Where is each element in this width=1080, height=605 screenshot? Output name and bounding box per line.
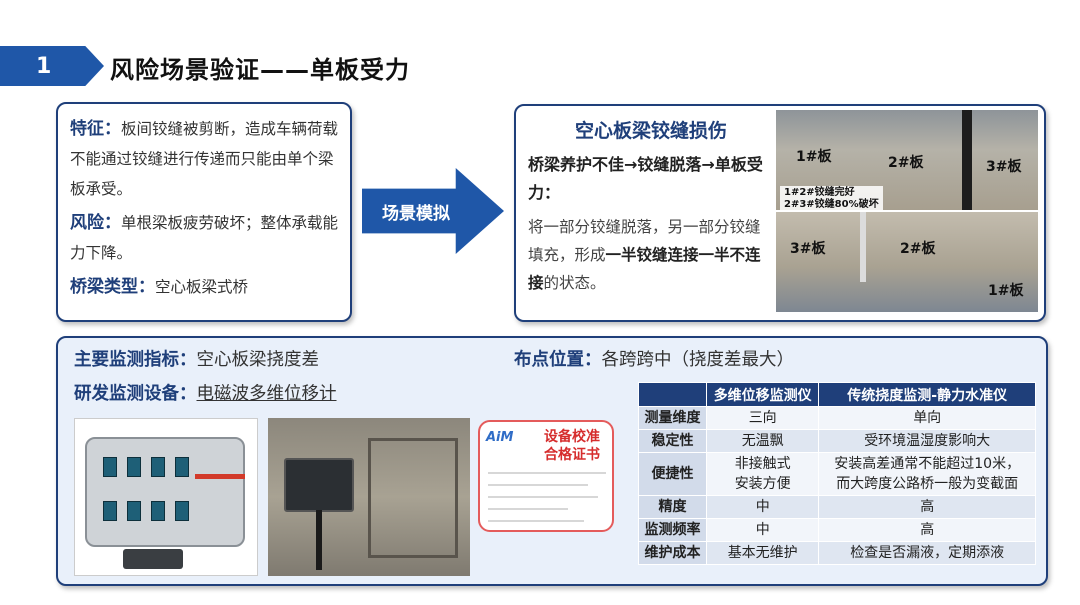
damage-desc-bold: 一半铰缝连接一半不连接 (528, 246, 761, 292)
installed-device (284, 458, 354, 512)
cable (316, 510, 322, 570)
table-cell: 无温飘 (705, 429, 820, 453)
section-number: 1 (0, 46, 104, 86)
device-housing (85, 437, 245, 547)
table-header-cell: 多维位移监测仪 (705, 382, 820, 407)
device-value: 电磁波多维位移计 (196, 384, 337, 404)
risk-paragraph: 风险：单根梁板疲劳破坏；整体承载能力下降。 (70, 208, 338, 268)
damage-desc-prefix: 将一部分铰缝脱落，另一部分铰缝填充，形成 (528, 218, 761, 264)
calibration-certificate: AiM 设备校准合格证书 (478, 420, 614, 532)
indicator-label: 主要监测指标： (74, 350, 197, 370)
table-header-row: 多维位移监测仪 传统挠度监测-静力水准仪 (638, 382, 1036, 407)
table-cell: 高 (818, 495, 1036, 519)
table-row: 维护成本基本无维护检查是否漏液，定期添液 (638, 541, 1036, 565)
crack-mark (962, 110, 972, 210)
damage-title: 空心板梁铰缝损伤 (574, 120, 727, 142)
indicator-value: 空心板梁挠度差 (196, 350, 320, 370)
device-band (195, 474, 245, 479)
location-label: 布点位置： (514, 350, 602, 370)
row-header-cell: 稳定性 (638, 429, 707, 453)
photo-note-line: 1#2#铰缝完好 (784, 187, 855, 198)
table-header-cell: 传统挠度监测-静力水准仪 (818, 382, 1036, 407)
table-cell: 安装高差通常不能超过10米，而大跨度公路桥一般为变截面 (818, 452, 1036, 496)
sensor-cell (151, 501, 165, 521)
device-render-image (74, 418, 258, 576)
device-line: 研发监测设备：电磁波多维位移计 (74, 380, 337, 405)
damage-desc-suffix: 的状态。 (543, 274, 606, 292)
risk-label: 风险： (70, 213, 121, 233)
row-header-cell: 精度 (638, 495, 707, 519)
scenario-arrow: 场景模拟 (362, 168, 504, 254)
device-mount (123, 549, 183, 569)
location-line: 布点位置：各跨跨中（挠度差最大） (514, 346, 794, 371)
table-cell: 基本无维护 (705, 541, 820, 565)
site-install-photo (268, 418, 470, 576)
cert-line (488, 520, 584, 522)
bridge-type-text: 空心板梁式桥 (155, 278, 249, 296)
indicator-line: 主要监测指标：空心板梁挠度差 (74, 346, 319, 371)
table-row: 精度中高 (638, 495, 1036, 519)
table-cell: 中 (705, 518, 820, 542)
cert-line (488, 496, 598, 498)
photo-label: 2#板 (900, 241, 936, 257)
bridge-photo-bottom: 3#板 2#板 1#板 (776, 212, 1038, 312)
row-header-cell: 测量维度 (638, 406, 707, 430)
table-cell: 三向 (705, 406, 820, 430)
table-cell: 高 (818, 518, 1036, 542)
table-row: 便捷性非接触式安装方便安装高差通常不能超过10米，而大跨度公路桥一般为变截面 (638, 452, 1036, 496)
features-box: 特征：板间铰缝被剪断，造成车辆荷载不能通过铰缝进行传递而只能由单个梁板承受。 风… (56, 102, 352, 322)
bridge-type-paragraph: 桥梁类型：空心板梁式桥 (70, 272, 338, 302)
risk-text: 单根梁板疲劳破坏；整体承载能力下降。 (70, 214, 339, 262)
photo-label: 3#板 (790, 241, 826, 257)
row-header-cell: 监测频率 (638, 518, 707, 542)
table-row: 测量维度三向单向 (638, 406, 1036, 430)
sensor-cell (103, 501, 117, 521)
damage-cause: 桥梁养护不佳→铰缝脱落→单板受力： (528, 155, 763, 202)
sensor-rod (860, 212, 866, 282)
photo-note: 1#2#铰缝完好 2#3#铰缝80%破坏 (780, 186, 883, 210)
scenario-arrow-label: 场景模拟 (382, 203, 450, 224)
cert-line (488, 472, 606, 474)
sensor-cell (175, 501, 189, 521)
site-frame (368, 438, 458, 558)
photo-note-line: 2#3#铰缝80%破坏 (784, 199, 879, 210)
cert-title: 设备校准合格证书 (544, 429, 600, 463)
sensor-cell (151, 457, 165, 477)
table-cell: 受环境温湿度影响大 (818, 429, 1036, 453)
bridge-type-label: 桥梁类型： (70, 277, 155, 297)
location-value: 各跨跨中（挠度差最大） (601, 350, 795, 370)
table-cell: 检查是否漏液，定期添液 (818, 541, 1036, 565)
sensor-cell (175, 457, 189, 477)
table-row: 稳定性无温飘受环境温湿度影响大 (638, 429, 1036, 453)
feature-label: 特征： (70, 119, 121, 139)
bridge-photo-top: 1#板 2#板 3#板 1#2#铰缝完好 2#3#铰缝80%破坏 (776, 110, 1038, 210)
sensor-cell (103, 457, 117, 477)
cert-line (488, 484, 588, 486)
sensor-cell (127, 457, 141, 477)
feature-paragraph: 特征：板间铰缝被剪断，造成车辆荷载不能通过铰缝进行传递而只能由单个梁板承受。 (70, 114, 338, 204)
cert-line (488, 508, 568, 510)
cert-logo: AiM (486, 430, 514, 445)
row-header-cell: 维护成本 (638, 541, 707, 565)
photo-label: 2#板 (888, 155, 924, 171)
page-title: 风险场景验证——单板受力 (110, 56, 410, 84)
table-cell: 单向 (818, 406, 1036, 430)
sensor-cell (127, 501, 141, 521)
device-label: 研发监测设备： (74, 384, 197, 404)
damage-box: 空心板梁铰缝损伤 桥梁养护不佳→铰缝脱落→单板受力： 将一部分铰缝脱落，另一部分… (514, 104, 1046, 322)
table-header-cell (638, 382, 707, 407)
table-row: 监测频率中高 (638, 518, 1036, 542)
feature-text: 板间铰缝被剪断，造成车辆荷载不能通过铰缝进行传递而只能由单个梁板承受。 (70, 120, 339, 198)
damage-description: 将一部分铰缝脱落，另一部分铰缝填充，形成一半铰缝连接一半不连接的状态。 (528, 213, 774, 297)
row-header-cell: 便捷性 (638, 452, 707, 496)
comparison-table: 多维位移监测仪 传统挠度监测-静力水准仪 测量维度三向单向稳定性无温飘受环境温湿… (638, 382, 1036, 565)
table-cell: 非接触式安装方便 (705, 452, 820, 496)
photo-label: 3#板 (986, 159, 1022, 175)
table-cell: 中 (705, 495, 820, 519)
monitoring-box: 主要监测指标：空心板梁挠度差 布点位置：各跨跨中（挠度差最大） 研发监测设备：电… (56, 336, 1048, 586)
photo-label: 1#板 (796, 149, 832, 165)
photo-label: 1#板 (988, 283, 1024, 299)
